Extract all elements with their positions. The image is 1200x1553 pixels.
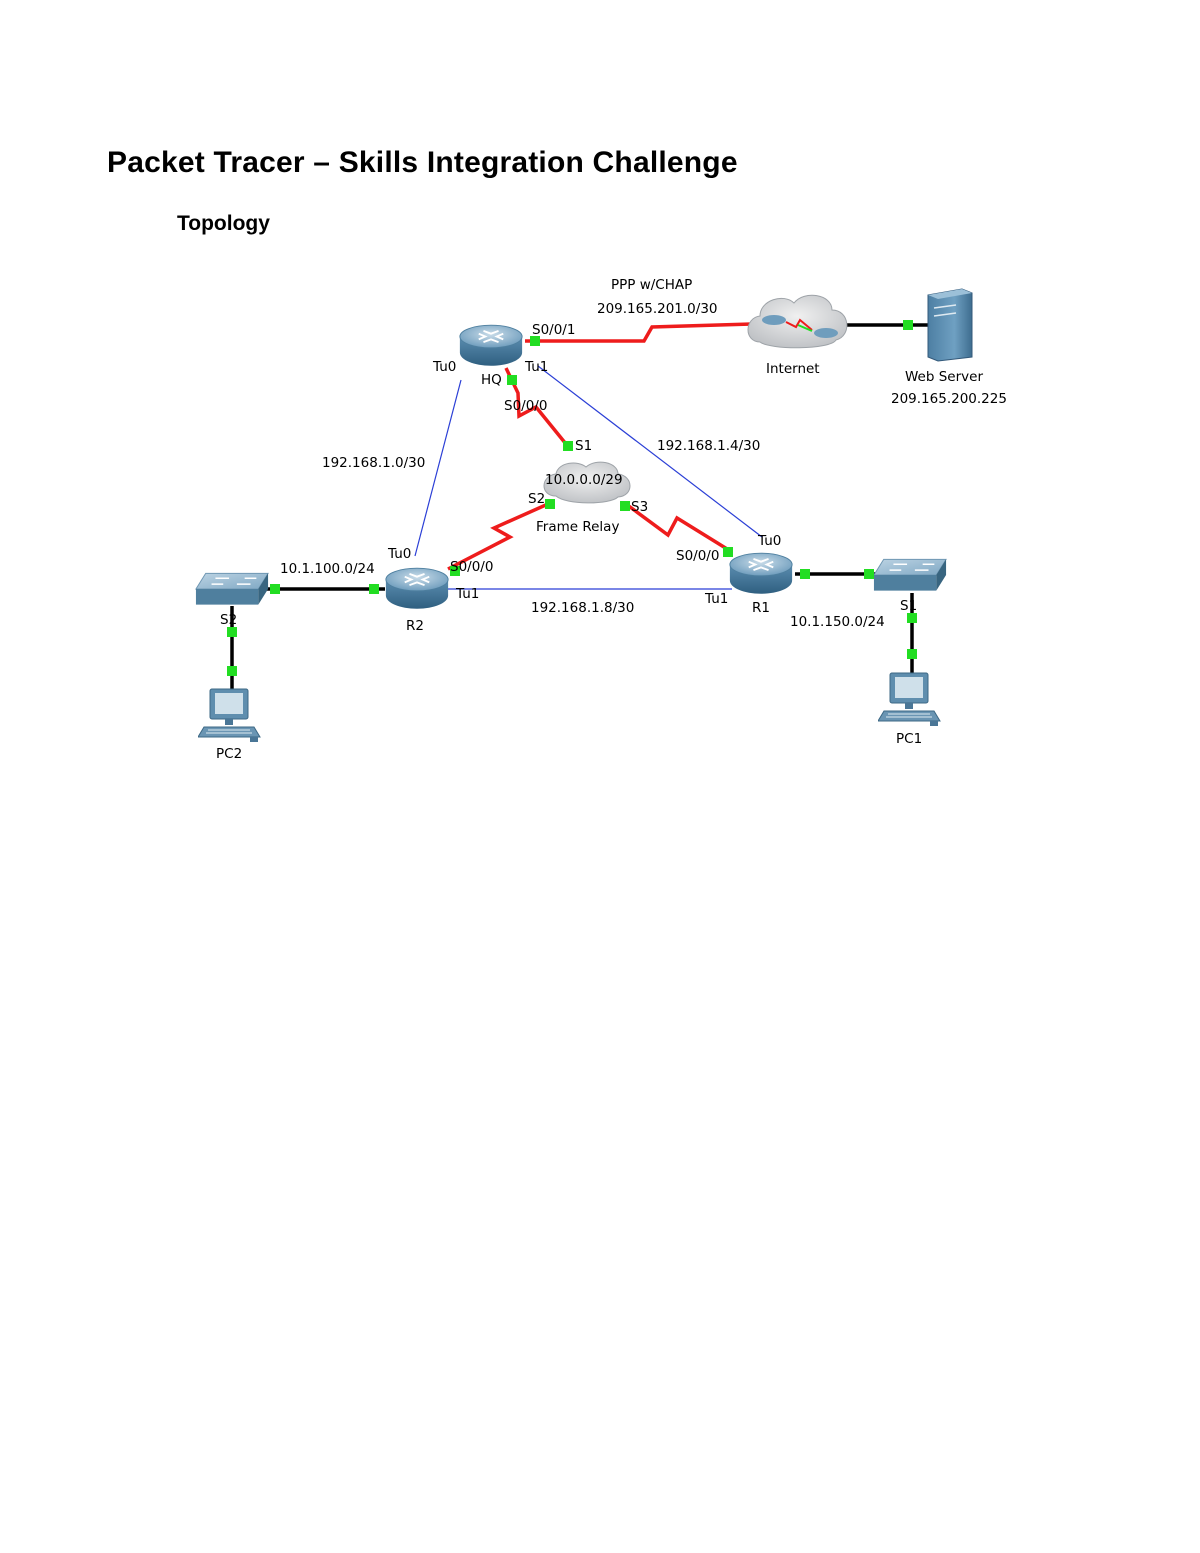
web-server-label: Web Server: [905, 369, 983, 385]
hq-label: HQ: [481, 372, 502, 388]
hq-tu0-label: Tu0: [432, 359, 456, 375]
frame-relay-network-label: 10.0.0.0/29: [545, 472, 623, 488]
s1-label: S1: [900, 598, 917, 614]
r2-label: R2: [406, 618, 424, 634]
r1-tu1-label: Tu1: [704, 591, 728, 607]
fr-s1-label: S1: [575, 438, 592, 454]
pc1-icon[interactable]: [878, 672, 941, 727]
pc2-icon[interactable]: [198, 688, 261, 743]
s2-switch-icon[interactable]: [195, 572, 269, 606]
hq-router-icon[interactable]: [458, 324, 524, 367]
internet-label: Internet: [766, 361, 820, 377]
ppp-chap-label: PPP w/CHAP: [611, 277, 692, 293]
hq-tu1-label: Tu1: [524, 359, 548, 375]
fr-s2-label: S2: [528, 491, 545, 507]
link-lights: [227, 320, 917, 676]
r2-tu1-label: Tu1: [455, 586, 479, 602]
tunnel-hq-r1-network-label: 192.168.1.4/30: [657, 438, 760, 454]
lan-r2-network-label: 10.1.100.0/24: [280, 561, 375, 577]
document-title: Packet Tracer – Skills Integration Chall…: [107, 146, 738, 179]
lan-r1-network-label: 10.1.150.0/24: [790, 614, 885, 630]
web-server-icon: [927, 288, 973, 362]
tunnel-r1-r2-network-label: 192.168.1.8/30: [531, 600, 634, 616]
tunnel-hq-r2-network-label: 192.168.1.0/30: [322, 455, 425, 471]
r2-router-icon[interactable]: [384, 567, 450, 610]
r2-s000-label: S0/0/0: [450, 559, 493, 575]
fr-s3-label: S3: [631, 499, 648, 515]
hq-s001-label: S0/0/1: [532, 322, 575, 338]
serial-link-r1-framerelay: [624, 502, 733, 554]
web-server-ip-label: 209.165.200.225: [891, 391, 1007, 407]
r1-label: R1: [752, 600, 770, 616]
serial-link-r2-framerelay: [447, 502, 549, 571]
r1-s000-label: S0/0/0: [676, 548, 719, 564]
topology-heading: Topology: [177, 212, 270, 235]
hq-s000-label: S0/0/0: [504, 398, 547, 414]
r1-tu0-label: Tu0: [757, 533, 781, 549]
tunnel-hq-r2-link: [414, 379, 462, 557]
frame-relay-label: Frame Relay: [536, 519, 619, 535]
frame-relay-cloud-icon: [543, 461, 631, 504]
s2-label: S2: [220, 612, 237, 628]
r1-router-icon[interactable]: [728, 552, 794, 595]
pc1-label: PC1: [896, 731, 922, 747]
r2-tu0-label: Tu0: [387, 546, 411, 562]
serial-link-hq-internet: [525, 322, 753, 343]
tunnel-hq-r1-link: [537, 365, 763, 538]
ppp-network-label: 209.165.201.0/30: [597, 301, 718, 317]
s1-switch-icon[interactable]: [873, 558, 947, 592]
internet-cloud-icon: [747, 294, 848, 349]
pc2-label: PC2: [216, 746, 242, 762]
